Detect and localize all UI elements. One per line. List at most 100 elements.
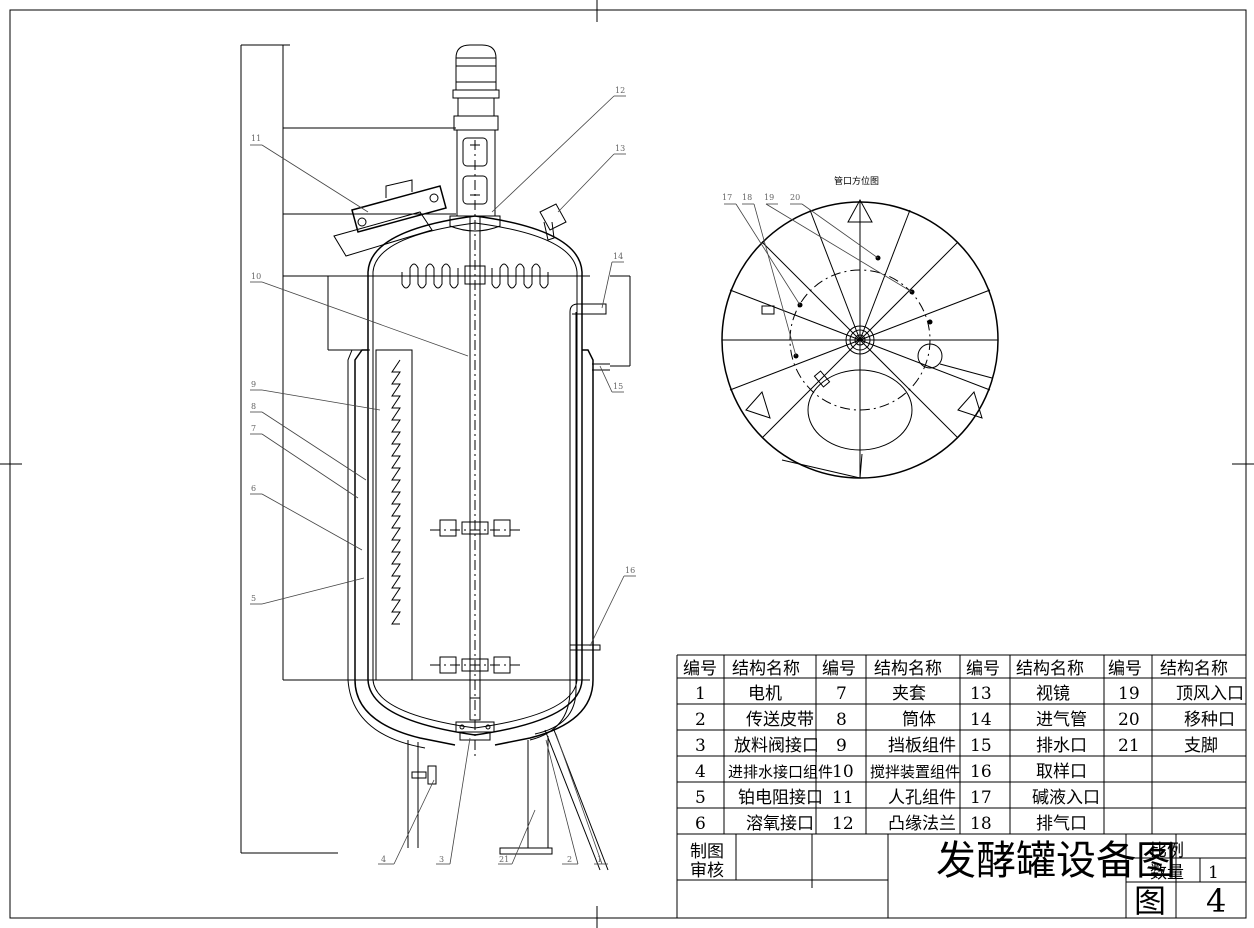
header-name-3: 结构名称 xyxy=(1016,659,1084,679)
cell-r6-c5: 18 xyxy=(970,814,992,834)
callout-11: 11 xyxy=(251,134,261,143)
cooling-coils xyxy=(401,263,549,289)
figure-number: 4 xyxy=(1206,882,1226,920)
callout-12: 12 xyxy=(615,86,625,95)
cell-r5-c5: 17 xyxy=(970,788,992,808)
header-no-3: 编号 xyxy=(966,659,1000,679)
callout-8: 8 xyxy=(251,402,256,411)
callout-16: 16 xyxy=(625,566,635,575)
quantity-value: 1 xyxy=(1208,863,1219,883)
cell-r6-c1: 6 xyxy=(695,814,706,834)
cell-r2-c5: 14 xyxy=(970,710,992,730)
quantity-label: 数量 xyxy=(1150,863,1184,883)
air-inlet-pipe xyxy=(529,303,610,741)
parts-table xyxy=(676,654,1246,918)
callout-6: 6 xyxy=(251,484,256,493)
header-name-1: 结构名称 xyxy=(732,659,800,679)
manhole xyxy=(333,179,447,257)
cell-r1-c4: 夹套 xyxy=(892,684,926,704)
cell-r5-c3: 11 xyxy=(832,788,854,808)
callout-13: 13 xyxy=(615,144,625,153)
cell-r3-c2: 放料阀接口 xyxy=(734,736,819,756)
cell-r5-c1: 5 xyxy=(695,788,706,808)
header-no-4: 编号 xyxy=(1108,659,1142,679)
callout-19: 19 xyxy=(764,193,774,202)
callout-2: 2 xyxy=(567,855,572,864)
callout-10: 10 xyxy=(251,272,261,281)
cell-r3-c1: 3 xyxy=(695,736,706,756)
cell-r1-c8: 顶风入口 xyxy=(1176,684,1244,704)
cell-r1-c3: 7 xyxy=(836,684,847,704)
callout-3: 3 xyxy=(439,855,444,864)
callout-21: 21 xyxy=(499,855,509,864)
cell-r2-c1: 2 xyxy=(695,710,706,730)
cell-r2-c2: 传送皮带 xyxy=(746,710,814,730)
callout-15: 15 xyxy=(613,382,623,391)
header-name-2: 结构名称 xyxy=(874,659,942,679)
callout-5: 5 xyxy=(251,594,256,603)
callout-17: 17 xyxy=(722,193,732,202)
vessel-body xyxy=(367,215,583,736)
support-legs xyxy=(407,729,609,871)
cell-r5-c4: 人孔组件 xyxy=(888,788,956,808)
cell-r5-c2: 铂电阻接口 xyxy=(738,788,823,808)
drawing-title: 发酵罐设备图 xyxy=(936,838,1176,884)
cell-r4-c2: 进排水接口组件 xyxy=(728,763,833,781)
figure-label: 图 xyxy=(1134,882,1166,920)
callout-7: 7 xyxy=(251,424,256,433)
dimension-lines xyxy=(240,44,631,854)
cell-r6-c2: 溶氧接口 xyxy=(746,814,814,834)
parts-table-text: 编号 结构名称 编号 结构名称 编号 结构名称 编号 结构名称 1 电机 7 夹… xyxy=(683,659,1244,834)
cell-r6-c4: 凸缘法兰 xyxy=(888,814,956,834)
header-no-2: 编号 xyxy=(822,659,856,679)
callout-9: 9 xyxy=(251,380,256,389)
callout-18: 18 xyxy=(742,193,752,202)
jacket xyxy=(347,349,594,749)
cell-r3-c4: 挡板组件 xyxy=(888,736,956,756)
leader-lines-front xyxy=(250,95,636,865)
cell-r2-c3: 8 xyxy=(836,710,847,730)
baffle-assembly xyxy=(375,349,413,681)
cell-r6-c6: 排气口 xyxy=(1036,814,1087,834)
cell-r6-c3: 12 xyxy=(832,814,854,834)
cell-r3-c6: 排水口 xyxy=(1036,736,1087,756)
callout-20: 20 xyxy=(790,193,800,202)
scale-label: 比例 xyxy=(1150,841,1184,861)
callout-labels-front: 11 10 9 8 7 6 5 12 13 14 15 16 4 3 21 2 … xyxy=(251,86,635,864)
cell-r2-c8: 移种口 xyxy=(1184,710,1235,730)
impeller-lower xyxy=(430,656,520,674)
title-block: 制图 审核 发酵罐设备图 比例 数量 1 图 4 xyxy=(677,834,1246,920)
cell-r1-c6: 视镜 xyxy=(1036,684,1070,704)
cell-r1-c7: 19 xyxy=(1118,684,1140,704)
cell-r4-c5: 16 xyxy=(970,762,992,782)
agitator-shaft xyxy=(469,140,481,760)
callout-1: 1 xyxy=(597,855,602,864)
header-name-4: 结构名称 xyxy=(1160,659,1228,679)
header-no-1: 编号 xyxy=(683,659,717,679)
callout-4: 4 xyxy=(381,855,386,864)
cell-r2-c4: 筒体 xyxy=(902,710,936,730)
cell-r4-c3: 10 xyxy=(832,762,854,782)
cell-r1-c1: 1 xyxy=(695,684,706,704)
callout-14: 14 xyxy=(613,252,623,261)
drawn-by-label: 制图 xyxy=(690,842,724,862)
cell-r3-c3: 9 xyxy=(836,736,847,756)
cell-r4-c4: 搅拌装置组件 xyxy=(870,763,960,781)
cell-r3-c7: 21 xyxy=(1118,736,1140,756)
sight-glass xyxy=(539,203,567,241)
cell-r1-c5: 13 xyxy=(970,684,992,704)
cell-r1-c2: 电机 xyxy=(748,684,782,704)
top-view-title: 管口方位图 xyxy=(834,175,879,187)
cell-r4-c6: 取样口 xyxy=(1036,762,1087,782)
cell-r3-c5: 15 xyxy=(970,736,992,756)
nozzle-orientation-view: 管口方位图 xyxy=(721,175,999,479)
cell-r5-c6: 碱液入口 xyxy=(1032,788,1100,808)
cell-r3-c8: 支脚 xyxy=(1184,736,1218,756)
checked-by-label: 审核 xyxy=(690,861,724,881)
cell-r2-c7: 20 xyxy=(1118,710,1140,730)
impeller-upper xyxy=(430,519,520,537)
bottom-valve xyxy=(455,697,495,741)
cell-r4-c1: 4 xyxy=(695,762,706,782)
